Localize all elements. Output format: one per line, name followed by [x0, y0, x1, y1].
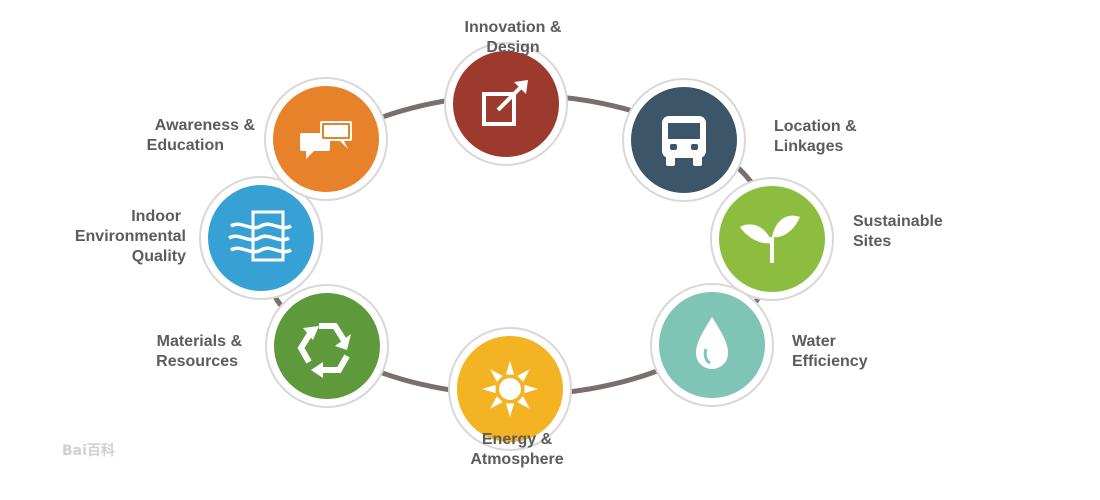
sun-ray: [517, 396, 530, 409]
node-label-line: Water: [792, 333, 836, 350]
bus-icon: [662, 116, 706, 166]
node-label-line: Linkages: [774, 138, 843, 155]
node-label: Innovation & Design: [465, 19, 562, 56]
water-drop-icon: [696, 317, 728, 369]
node-label-line: Innovation &: [465, 19, 562, 36]
node-label-line: Quality: [132, 248, 186, 265]
node-label-line: Design: [486, 39, 539, 56]
node-location: Location & Linkages: [622, 78, 857, 202]
sun-ray: [505, 403, 515, 417]
sun-ray: [490, 396, 503, 409]
sun-icon: [482, 361, 538, 417]
air-flow-icon: [228, 210, 292, 262]
node-label: Energy & Atmosphere: [470, 431, 563, 468]
recycle-icon: [297, 323, 351, 378]
node-label-line: Education: [147, 137, 224, 154]
sun-ray: [505, 361, 515, 375]
node-label: Location & Linkages: [774, 118, 857, 155]
node-label-line: Environmental: [75, 228, 186, 245]
node-label-line: Sustainable: [853, 213, 943, 230]
node-label-line: Resources: [156, 353, 238, 370]
sun-ray: [517, 369, 530, 382]
node-innovation: Innovation & Design: [444, 19, 568, 166]
watermark: Bai百科: [62, 442, 115, 459]
node-label-line: Efficiency: [792, 353, 868, 370]
node-label-line: Materials &: [157, 333, 243, 350]
node-label-line: Energy &: [482, 431, 553, 448]
node-label-line: Location &: [774, 118, 857, 135]
pencil-arrow-icon: [482, 80, 528, 126]
sun-ray: [490, 369, 503, 382]
node-label: Awareness & Education: [147, 117, 256, 154]
node-label-line: Awareness &: [155, 117, 256, 134]
node-fill: [274, 293, 380, 399]
sun-ray: [524, 384, 538, 394]
node-label-line: Atmosphere: [470, 451, 563, 468]
node-label: Materials & Resources: [156, 333, 242, 370]
speech-bubbles-icon: [300, 121, 352, 159]
sun-ray: [482, 384, 496, 394]
node-label-line: Sites: [853, 233, 891, 250]
node-label-line: Indoor: [131, 208, 181, 225]
node-materials: Materials & Resources: [156, 284, 389, 408]
sprout-icon: [740, 215, 800, 263]
node-energy: Energy & Atmosphere: [448, 327, 572, 468]
node-awareness: Awareness & Education: [147, 77, 388, 201]
